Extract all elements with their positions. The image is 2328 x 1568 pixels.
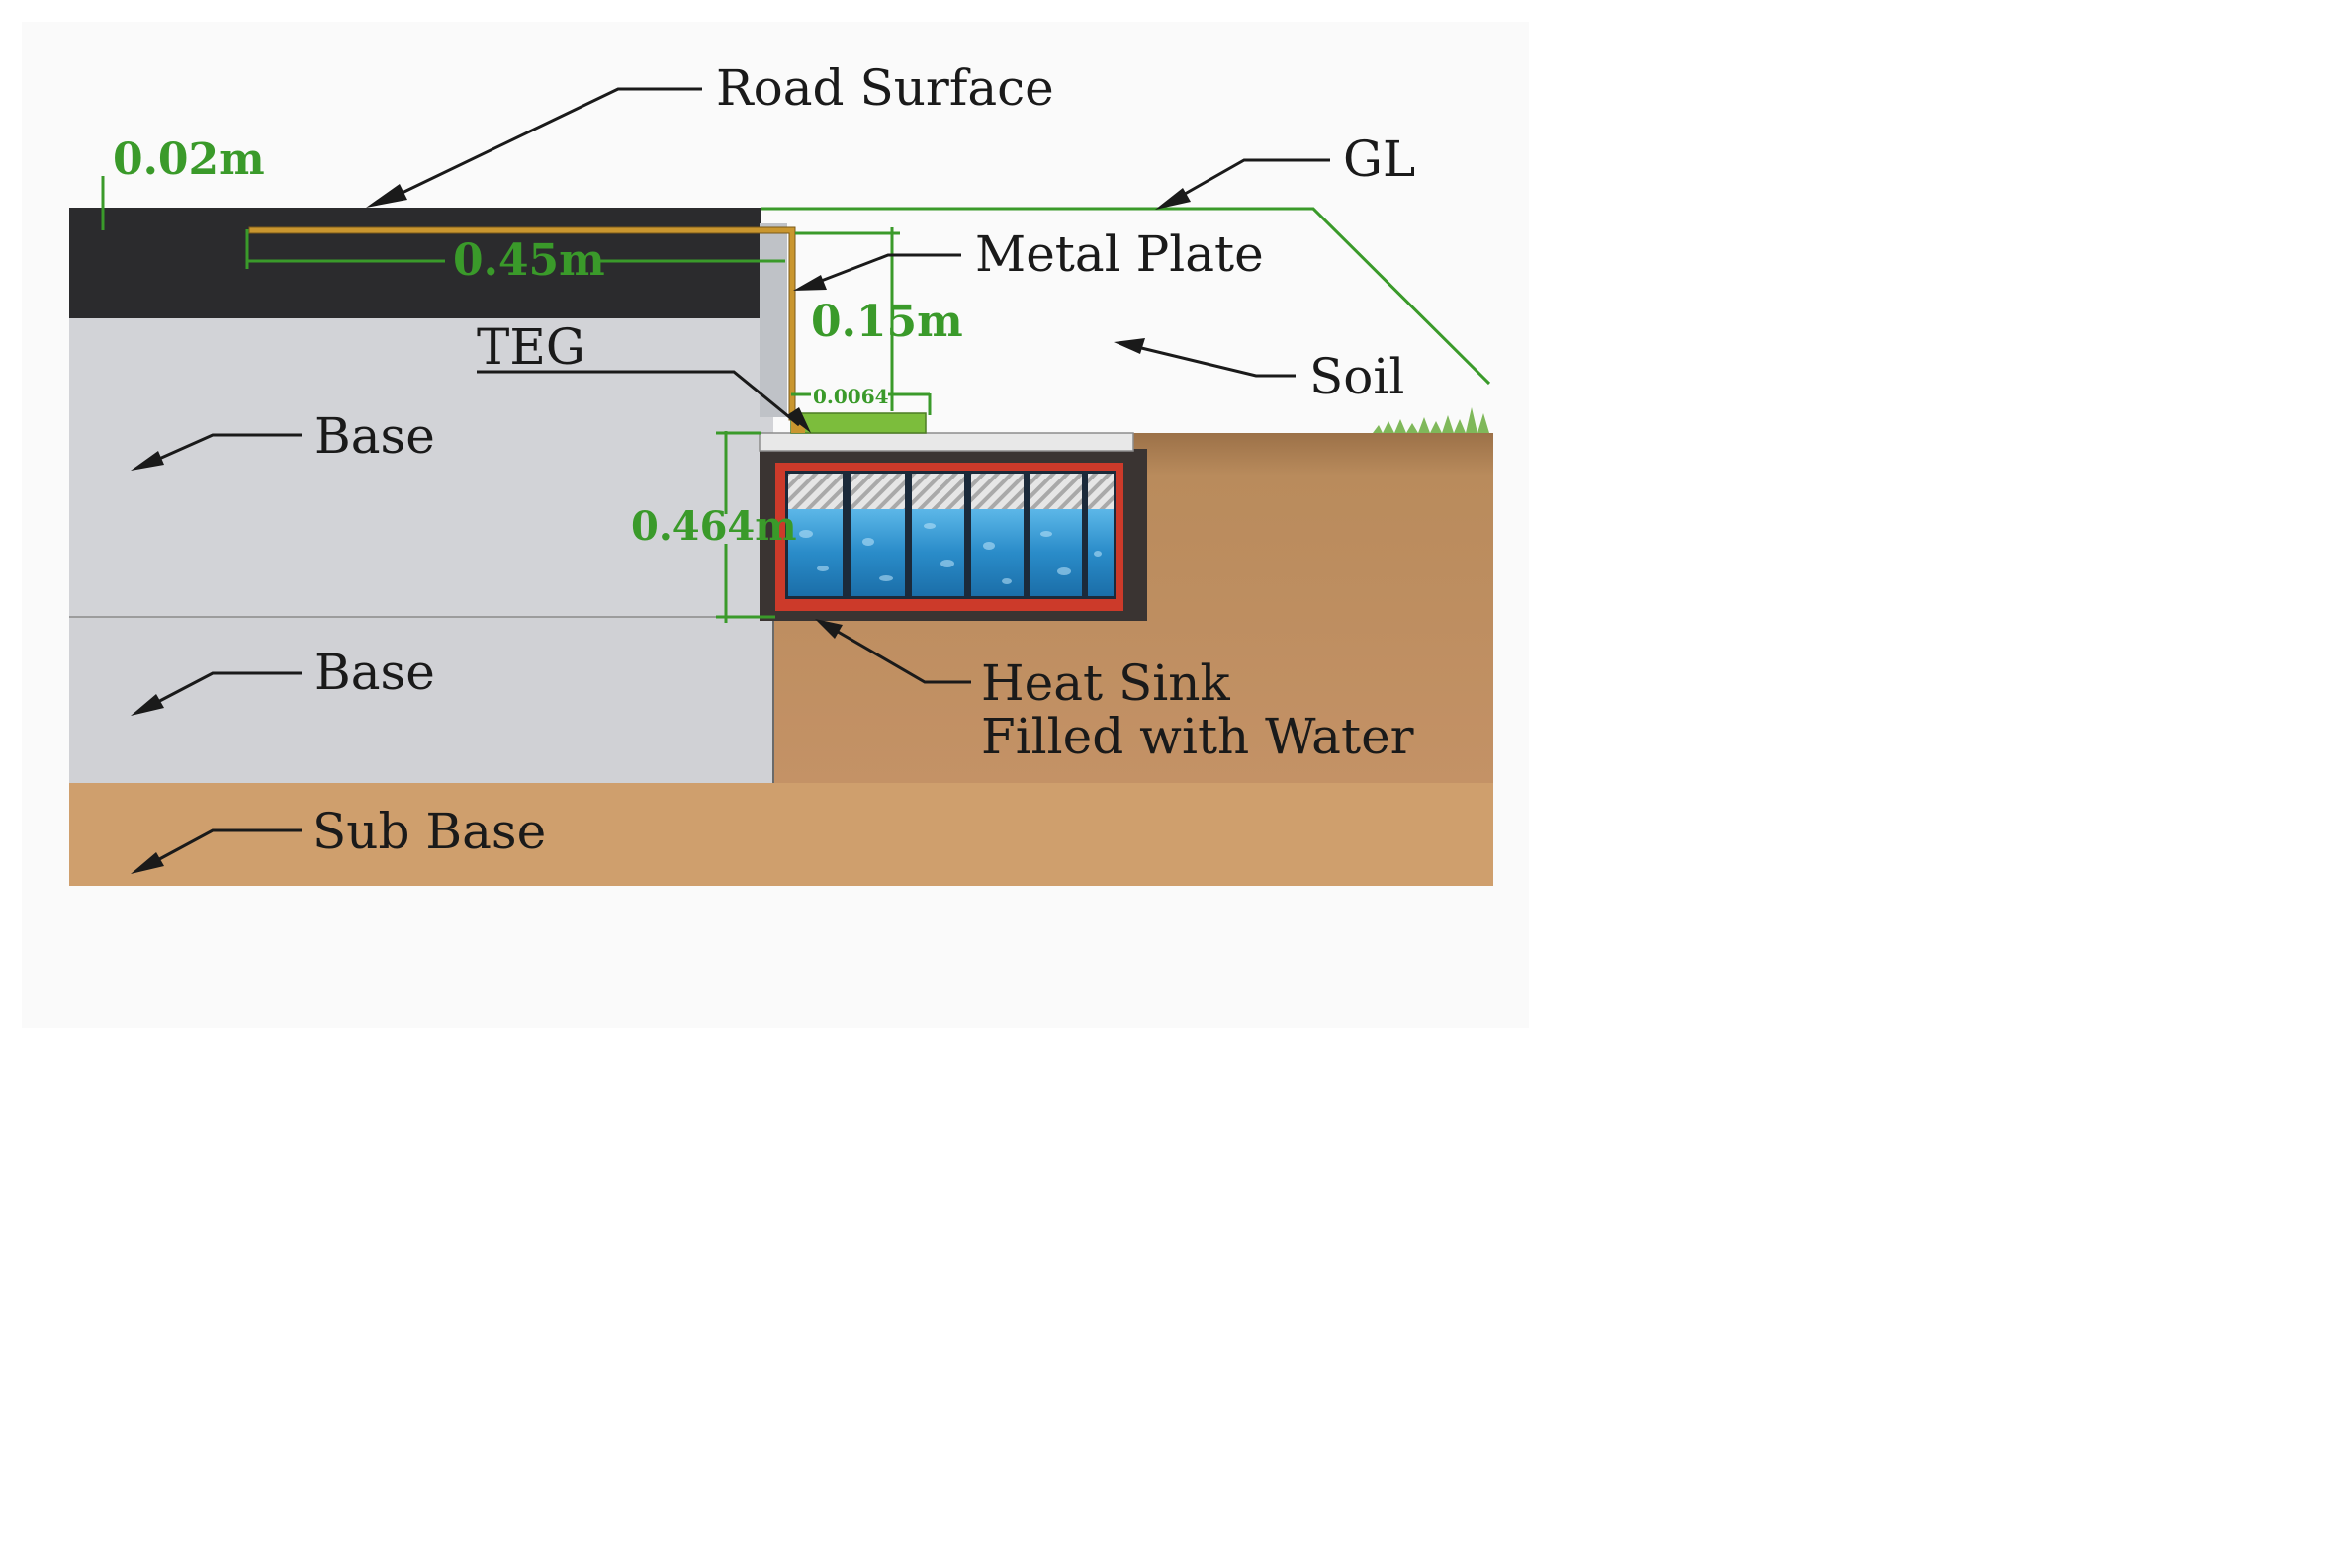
base-layer-lower bbox=[69, 617, 773, 783]
heat-sink-chamber bbox=[788, 474, 843, 596]
heat-sink-leader bbox=[815, 619, 971, 684]
metal-plate-label: Metal Plate bbox=[975, 225, 1264, 283]
heat-sink-cover bbox=[759, 432, 1134, 452]
road-surface-leader bbox=[366, 87, 702, 208]
teg-label: TEG bbox=[477, 318, 585, 376]
metal-plate-leader bbox=[793, 253, 961, 291]
heat-sink-height-value: 0.464m bbox=[631, 503, 797, 550]
plate-thickness-value: 0.0064 bbox=[813, 385, 889, 408]
heat-sink-chamber bbox=[1030, 474, 1082, 596]
heat-sink-chamber bbox=[1088, 474, 1114, 596]
road-surface-layer bbox=[69, 208, 761, 318]
heat-sink-label-line1: Heat Sink bbox=[981, 654, 1230, 712]
road-surface-thickness-value: 0.02m bbox=[113, 134, 265, 185]
sub-base-label: Sub Base bbox=[313, 803, 546, 860]
gl-leader bbox=[1155, 158, 1330, 210]
teg-module bbox=[790, 412, 927, 434]
sub-base-leader bbox=[131, 828, 302, 874]
grass-icon bbox=[1373, 407, 1489, 433]
road-teg-cross-section: Road Surface GL Metal Plate Soil TEG Bas… bbox=[22, 22, 1529, 1028]
heat-sink-chamber bbox=[851, 474, 905, 596]
base-lower-label: Base bbox=[314, 644, 435, 701]
gl-label: GL bbox=[1343, 131, 1415, 188]
heat-sink-chambers bbox=[788, 474, 1114, 596]
plate-height-value: 0.15m bbox=[811, 297, 963, 347]
sub-base-layer bbox=[69, 783, 1493, 886]
teg-leader bbox=[477, 370, 811, 433]
base-upper-label: Base bbox=[314, 407, 435, 465]
soil-label: Soil bbox=[1309, 348, 1404, 405]
edge-strip bbox=[760, 223, 787, 417]
base-upper-leader bbox=[131, 433, 302, 471]
heat-sink-chamber bbox=[971, 474, 1024, 596]
heat-sink-label-line2: Filled with Water bbox=[981, 708, 1414, 765]
metal-plate bbox=[248, 226, 796, 421]
heat-sink-chamber bbox=[912, 474, 964, 596]
soil-leader bbox=[1114, 338, 1296, 378]
ground-line bbox=[761, 207, 1491, 386]
plate-length-value: 0.45m bbox=[453, 235, 605, 286]
base-lower-leader bbox=[131, 671, 302, 716]
road-surface-label: Road Surface bbox=[716, 59, 1054, 117]
base-layer-upper bbox=[69, 318, 773, 617]
